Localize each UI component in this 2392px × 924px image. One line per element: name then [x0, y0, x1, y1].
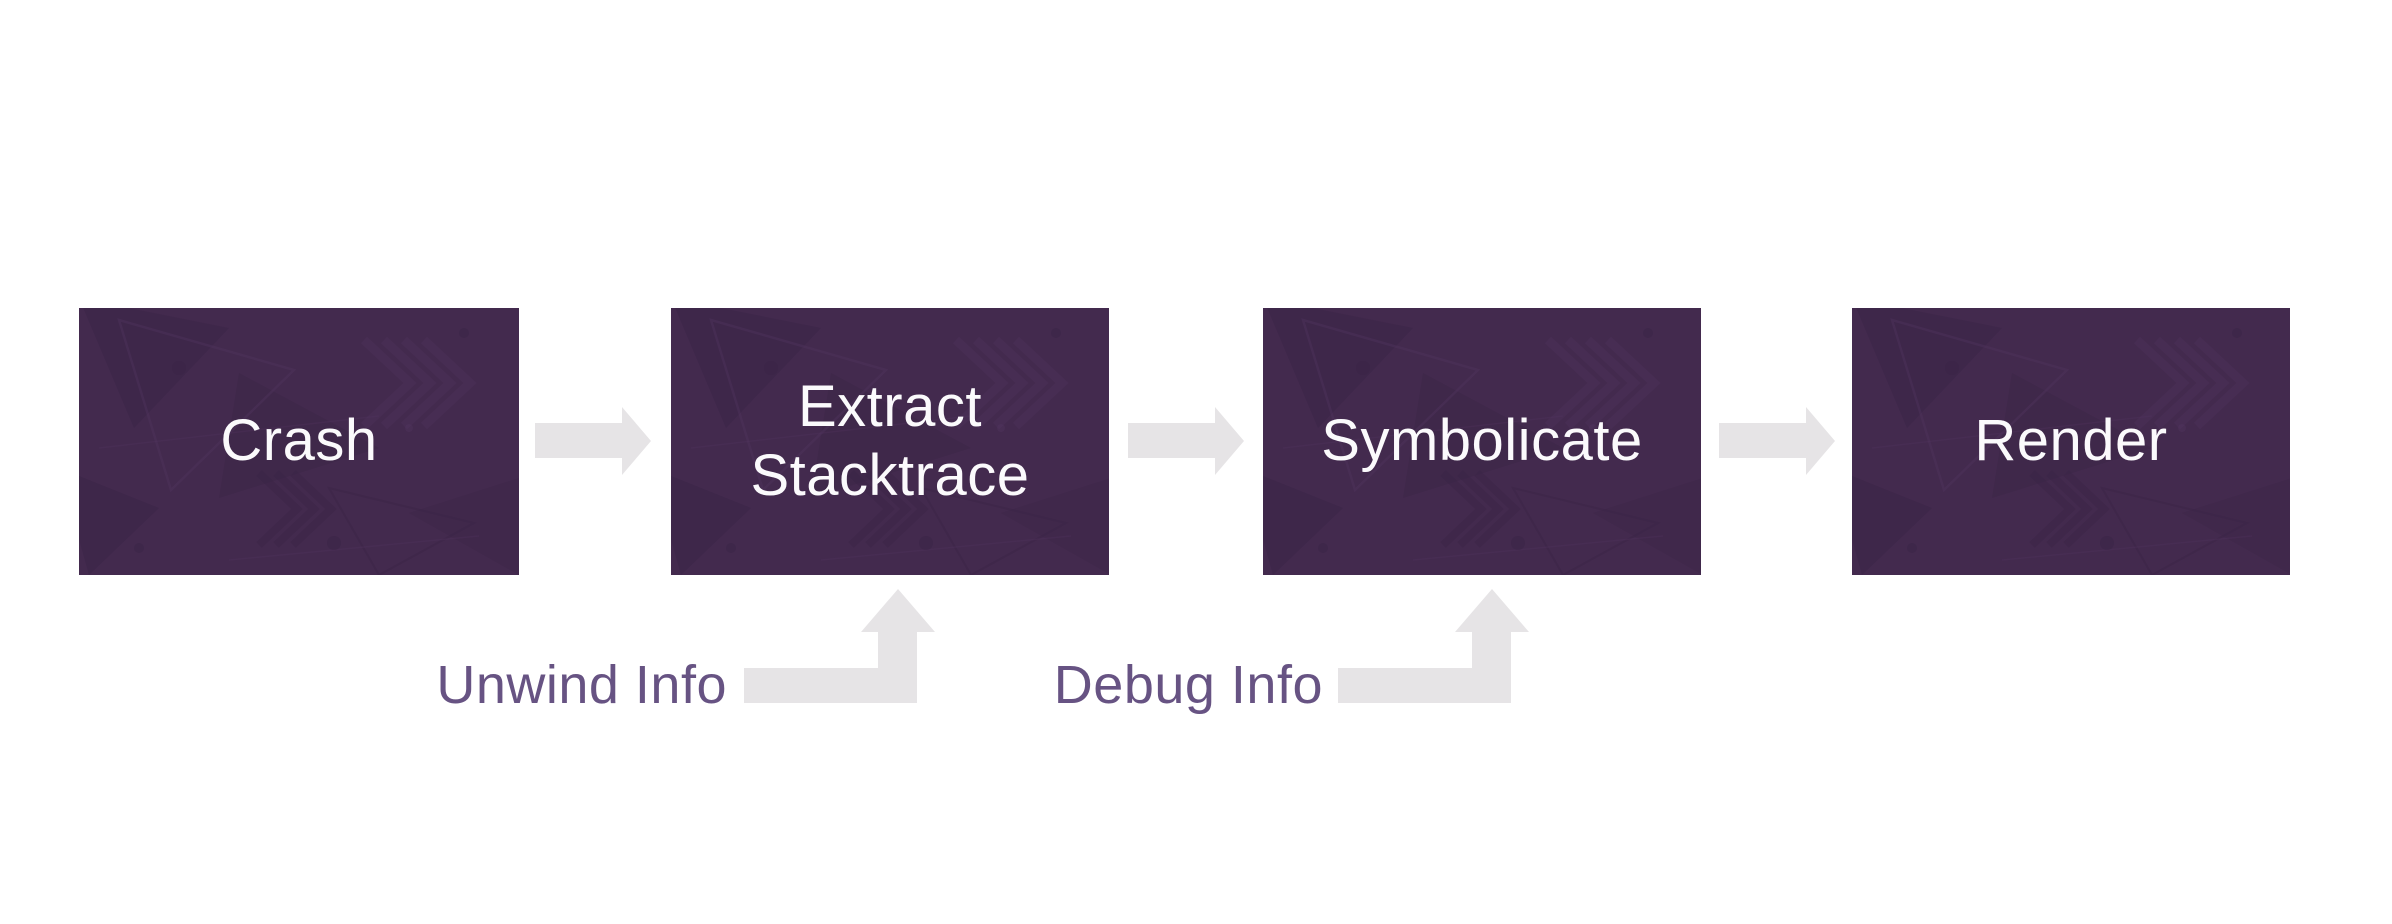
flow-step-extract-stacktrace: Extract Stacktrace [671, 308, 1109, 575]
flow-step-render: Render [1852, 308, 2290, 575]
flow-step-label: Crash [220, 408, 378, 474]
flow-step-symbolicate: Symbolicate [1263, 308, 1701, 575]
elbow-up-arrow-icon-unwind-info [744, 589, 935, 703]
unwind-info-label: Unwind Info [436, 655, 727, 715]
right-arrow-icon-crash-to-extract [535, 407, 651, 475]
elbow-up-arrow-icon-debug-info [1338, 589, 1529, 703]
flow-step-crash: Crash [79, 308, 519, 575]
flow-step-label: Symbolicate [1321, 408, 1643, 474]
flow-step-label: Extract Stacktrace [750, 374, 1030, 508]
right-arrow-icon-extract-to-symbolicate [1128, 407, 1244, 475]
right-arrow-icon-symbolicate-to-render [1719, 407, 1835, 475]
debug-info-label: Debug Info [1053, 655, 1323, 715]
flow-step-label: Render [1974, 408, 2168, 474]
